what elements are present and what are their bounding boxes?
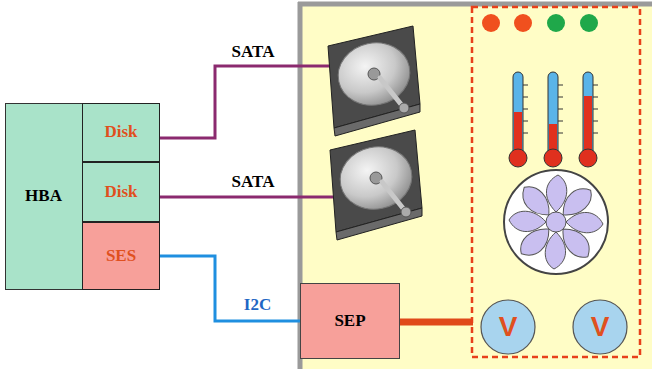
sensor-region: [472, 7, 640, 357]
enclosure-panel: [300, 4, 652, 369]
i2c-bus-line: [160, 256, 300, 321]
fan: [504, 170, 608, 274]
sata-wire: [160, 66, 350, 138]
signal-label: SATA: [232, 43, 275, 62]
voltage-circle: V: [480, 299, 536, 355]
thermometer: [509, 72, 528, 167]
led: [547, 14, 565, 32]
sep-bus-bar: [400, 319, 473, 326]
node-label: SEP: [334, 312, 365, 331]
node-label: Disk: [104, 123, 137, 142]
sata-wire: [160, 196, 340, 199]
circle-outline: [572, 299, 628, 355]
node-label: V: [591, 312, 610, 343]
voltage-circle: V: [572, 299, 628, 355]
thermometer: [544, 72, 563, 167]
led: [580, 14, 598, 32]
node-label: SES: [106, 247, 136, 266]
bus-label: I2C: [244, 296, 271, 315]
enclosure-border: [298, 2, 303, 369]
led: [514, 14, 532, 32]
circle-outline: [480, 299, 536, 355]
hba-box: HBADiskDiskSES: [5, 103, 160, 290]
sep-box: SEP: [300, 283, 400, 359]
led: [482, 14, 500, 32]
circle-outline: [573, 300, 627, 354]
disk-port-box: Disk: [82, 103, 160, 162]
disk-port-box: Disk: [82, 162, 160, 222]
hard-drive: [328, 26, 420, 136]
signal-label: SATA: [232, 173, 275, 192]
circle-outline: [481, 300, 535, 354]
ses-port-box: SES: [82, 222, 160, 290]
hard-drive: [330, 130, 422, 240]
thermometer: [579, 72, 598, 167]
node-label: V: [499, 312, 518, 343]
node-label: HBA: [25, 187, 62, 206]
node-label: Disk: [104, 183, 137, 202]
